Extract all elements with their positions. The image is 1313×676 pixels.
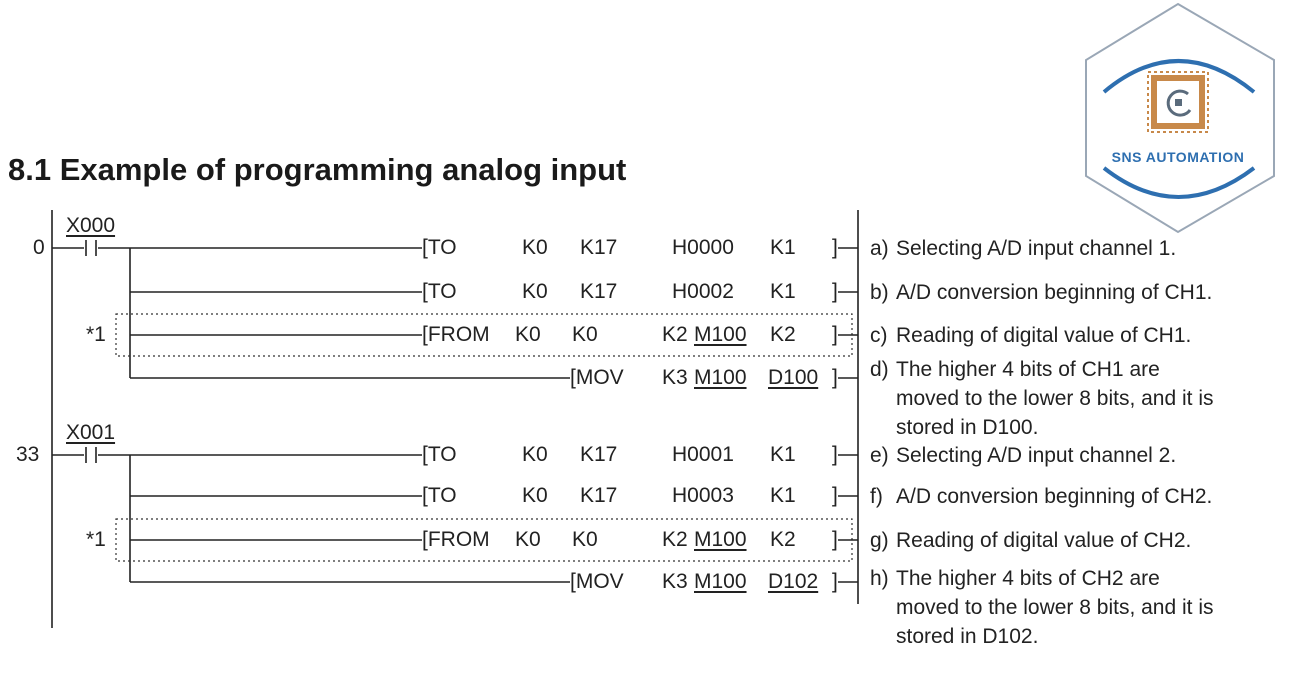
logo-swoosh-bottom — [1102, 166, 1256, 199]
operand: M100 — [694, 323, 747, 346]
operand: K0 — [522, 280, 548, 303]
operand: K0 — [515, 528, 541, 551]
comment-text: The higher 4 bits of CH1 are — [896, 358, 1160, 381]
operand: H0000 — [672, 236, 734, 259]
closing-bracket: ] — [832, 236, 838, 259]
logo-swoosh-top — [1102, 59, 1256, 94]
comment-text: moved to the lower 8 bits, and it is — [896, 596, 1214, 619]
instruction-name: [FROM — [422, 323, 490, 346]
operand: M100 — [694, 366, 747, 389]
comment-label: c) — [870, 324, 888, 347]
operand: K17 — [580, 484, 618, 507]
operand: K0 — [572, 528, 598, 551]
closing-bracket: ] — [832, 280, 838, 303]
operand: K17 — [580, 443, 618, 466]
chip-icon — [1147, 71, 1209, 133]
comment-text: moved to the lower 8 bits, and it is — [896, 387, 1214, 410]
operand: K2 — [770, 528, 796, 551]
instruction-name: [TO — [422, 443, 457, 466]
operand: K1 — [770, 443, 796, 466]
operand: K0 — [522, 236, 548, 259]
sns-automation-logo: SNS AUTOMATION — [1085, 2, 1275, 234]
comment-text: A/D conversion beginning of CH1. — [896, 281, 1213, 304]
closing-bracket: ] — [832, 528, 838, 551]
operand: K1 — [770, 484, 796, 507]
operand: K1 — [770, 280, 796, 303]
comment-text: stored in D100. — [896, 416, 1039, 439]
closing-bracket: ] — [832, 484, 838, 507]
comment-label: f) — [870, 485, 883, 508]
comment-label: g) — [870, 529, 889, 552]
comment-text: The higher 4 bits of CH2 are — [896, 567, 1160, 590]
closing-bracket: ] — [832, 443, 838, 466]
instruction-name: [FROM — [422, 528, 490, 551]
operand: K2 — [662, 528, 688, 551]
operand: K2 — [662, 323, 688, 346]
logo-text: SNS AUTOMATION — [1112, 149, 1245, 165]
contact-label: X000 — [66, 214, 116, 237]
operand: M100 — [694, 570, 747, 593]
operand: H0003 — [672, 484, 734, 507]
note-marker: *1 — [86, 528, 106, 551]
operand: K2 — [770, 323, 796, 346]
operand: K0 — [522, 484, 548, 507]
operand: K17 — [580, 280, 618, 303]
operand: H0002 — [672, 280, 734, 303]
closing-bracket: ] — [832, 323, 838, 346]
comment-label: a) — [870, 237, 889, 260]
comment-text: stored in D102. — [896, 625, 1039, 648]
comment-text: Selecting A/D input channel 1. — [896, 237, 1177, 260]
rung-step-number: 0 — [33, 236, 45, 259]
closing-bracket: ] — [832, 366, 838, 389]
instruction-name: [MOV — [570, 366, 624, 389]
operand: K17 — [580, 236, 618, 259]
comment-label: b) — [870, 281, 889, 304]
operand: D100 — [768, 366, 819, 389]
operand: H0001 — [672, 443, 734, 466]
operand: M100 — [694, 528, 747, 551]
comment-text: Selecting A/D input channel 2. — [896, 444, 1177, 467]
page-title: 8.1 Example of programming analog input — [8, 152, 627, 187]
comment-text: Reading of digital value of CH1. — [896, 324, 1192, 347]
operand: D102 — [768, 570, 819, 593]
operand: K0 — [522, 443, 548, 466]
note-marker: *1 — [86, 323, 106, 346]
instruction-name: [TO — [422, 280, 457, 303]
instruction-name: [MOV — [570, 570, 624, 593]
comment-label: d) — [870, 358, 889, 381]
comment-label: e) — [870, 444, 889, 467]
closing-bracket: ] — [832, 570, 838, 593]
comment-text: Reading of digital value of CH2. — [896, 529, 1192, 552]
instruction-name: [TO — [422, 484, 457, 507]
instruction-name: [TO — [422, 236, 457, 259]
rung-step-number: 33 — [16, 443, 40, 466]
operand: K3 — [662, 570, 688, 593]
operand: K1 — [770, 236, 796, 259]
operand: K3 — [662, 366, 688, 389]
contact-label: X001 — [66, 421, 116, 444]
operand: K0 — [515, 323, 541, 346]
comment-label: h) — [870, 567, 889, 590]
operand: K0 — [572, 323, 598, 346]
comment-text: A/D conversion beginning of CH2. — [896, 485, 1213, 508]
